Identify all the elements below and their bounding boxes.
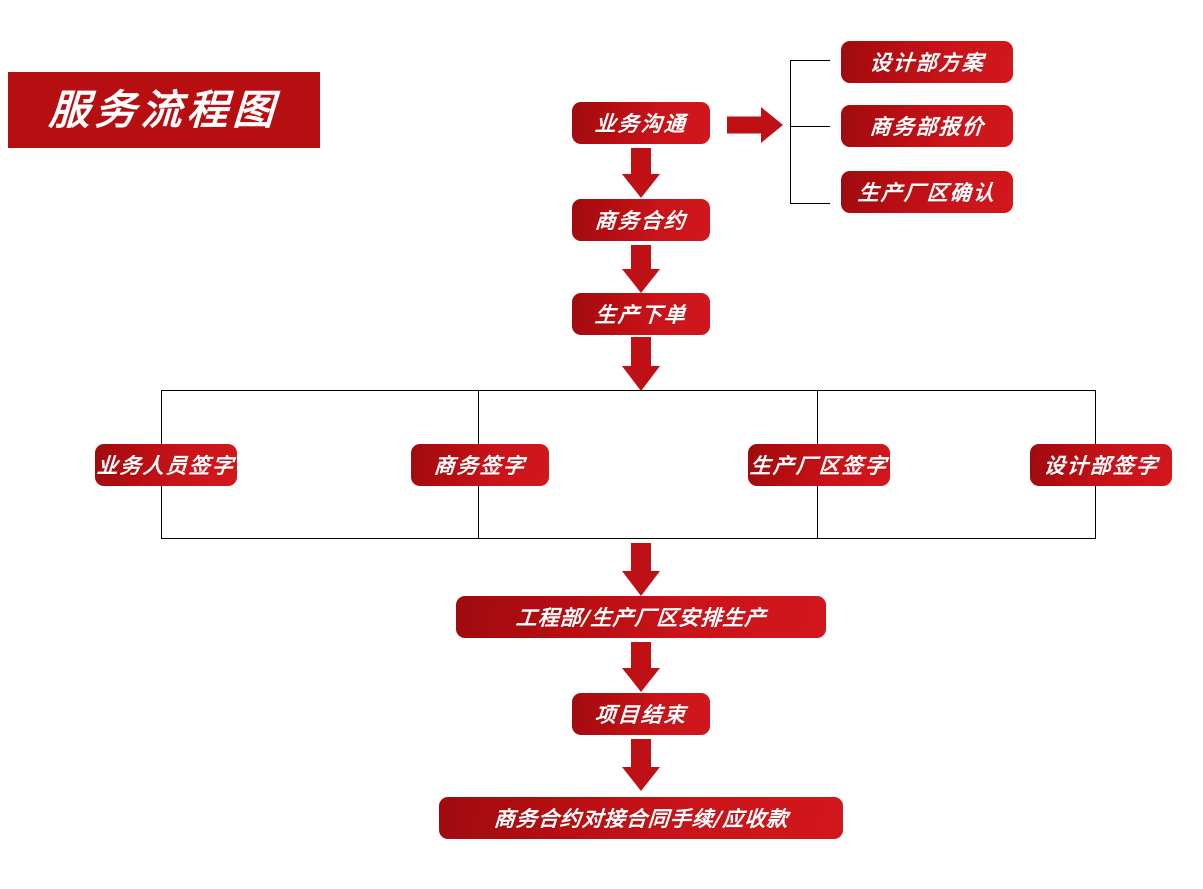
node-label: 设计部方案 [868, 49, 986, 75]
node-label: 生产厂区签字 [749, 452, 889, 478]
branch-bracket-spine [790, 60, 791, 204]
node-design-signature[interactable]: 设计部签字 [1030, 444, 1172, 486]
node-label: 设计部签字 [1042, 452, 1160, 478]
branch-stub-bottom [790, 203, 830, 204]
arrow-down-engineering-to-project-end [617, 642, 665, 692]
node-label: 项目结束 [594, 701, 688, 727]
signature-bus-bottom-line [161, 538, 1096, 539]
node-factory-confirm[interactable]: 生产厂区确认 [841, 171, 1013, 213]
node-business-contract[interactable]: 商务合约 [572, 199, 710, 241]
node-business-dept-quote[interactable]: 商务部报价 [841, 105, 1013, 147]
node-business-communication[interactable]: 业务沟通 [572, 102, 710, 144]
diagram-title-banner: 服务流程图 [8, 72, 320, 148]
node-sales-signature[interactable]: 业务人员签字 [95, 444, 237, 486]
node-label: 商务签字 [433, 452, 527, 478]
node-engineering-arrange[interactable]: 工程部/生产厂区安排生产 [456, 596, 826, 638]
node-contract-handover[interactable]: 商务合约对接合同手续/应收款 [439, 797, 843, 839]
signature-bus-top-line [161, 390, 1096, 391]
page-title: 服务流程图 [47, 85, 281, 134]
branch-stub-middle [790, 126, 830, 127]
node-label: 商务合约对接合同手续/应收款 [492, 805, 790, 831]
branch-stub-top [790, 60, 830, 61]
node-label: 业务人员签字 [96, 452, 236, 478]
node-label: 商务部报价 [868, 113, 986, 139]
arrow-down-order-to-signature-bus [617, 337, 665, 391]
arrow-down-contract-to-order [617, 245, 665, 293]
node-business-signature[interactable]: 商务签字 [411, 444, 549, 486]
node-design-dept-plan[interactable]: 设计部方案 [841, 41, 1013, 83]
arrow-right-to-branch [727, 107, 783, 143]
arrow-down-bus-to-engineering [617, 543, 665, 596]
node-label: 工程部/生产厂区安排生产 [514, 604, 768, 630]
node-project-end[interactable]: 项目结束 [572, 693, 710, 735]
node-label: 业务沟通 [594, 110, 688, 136]
node-label: 商务合约 [594, 207, 688, 233]
node-label: 生产下单 [594, 301, 688, 327]
arrow-down-communication-to-contract [617, 148, 665, 198]
arrow-down-project-end-to-handover [617, 739, 665, 791]
node-production-order[interactable]: 生产下单 [572, 293, 710, 335]
node-factory-signature[interactable]: 生产厂区签字 [748, 444, 890, 486]
node-label: 生产厂区确认 [857, 179, 997, 205]
